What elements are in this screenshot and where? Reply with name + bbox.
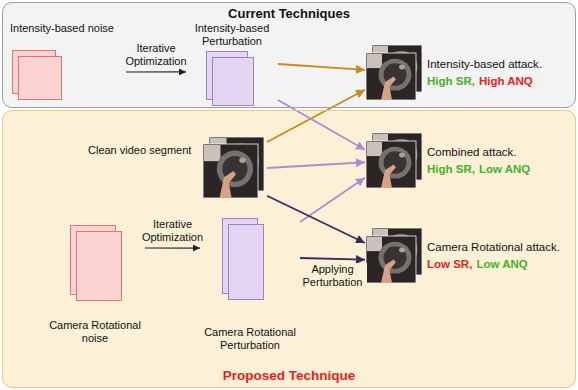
intensity-attack-result: Intensity-based attack. High SR, High ANQ	[365, 42, 574, 104]
connector-arrow	[145, 247, 200, 248]
washer-door	[379, 59, 412, 91]
video-thumbnail	[365, 44, 425, 102]
intensity-perturbation: Intensity-based Perturbation	[186, 20, 278, 108]
stacked-tensor	[206, 51, 255, 107]
metric-label: Low ANQ	[476, 258, 527, 270]
panel-title-holder: Current Techniques	[3, 6, 575, 22]
metric-label: Low SR,	[427, 258, 472, 270]
washer-door	[217, 150, 253, 187]
tensor-front	[229, 225, 264, 300]
node-label-holder: Camera Rotational Perturbation	[202, 326, 298, 352]
front-frame	[366, 141, 416, 188]
stacked-tensor	[222, 218, 265, 301]
node-label-holder: Clean video segment	[88, 144, 200, 157]
metric-label: Low ANQ	[479, 163, 530, 175]
node-label: Camera Rotational noise	[47, 319, 143, 345]
proposed-technique-panel: Clean video segmentCombined attack.High …	[2, 110, 576, 388]
stacked-tensor	[70, 225, 123, 302]
node-label: Intensity-based Perturbation	[188, 22, 276, 48]
front-frame	[366, 53, 416, 100]
door-glint	[399, 153, 405, 158]
tensor-front	[19, 57, 62, 100]
door-glint	[399, 65, 405, 70]
frame-highlight	[367, 54, 382, 68]
connector-arrow	[267, 90, 365, 142]
edge-label: Applying Perturbation	[299, 263, 367, 289]
video-frame	[366, 141, 416, 188]
node-label-holder: Camera Rotational noise	[47, 319, 143, 345]
connector-arrow	[267, 162, 365, 168]
result-text-holder: Camera Rotational attack. Low SR, Low ANQ	[427, 225, 572, 287]
door-glint	[399, 248, 405, 253]
node-label-holder: Intensity-based Perturbation	[188, 22, 276, 48]
camera-rotational-attack-result: Camera Rotational attack. Low SR, Low ANQ	[365, 225, 574, 287]
combined-attack-result: Combined attack. High SR, Low ANQ	[365, 130, 574, 192]
video-frame	[203, 144, 258, 198]
door-glint	[239, 158, 246, 163]
connector-arrow	[278, 64, 365, 70]
panel-fill	[2, 110, 576, 388]
edge-label: Iterative Optimization	[139, 218, 207, 244]
video-thumbnail	[365, 227, 425, 285]
camera-rotational-noise: Camera Rotational noise	[45, 222, 145, 347]
video-thumbnail	[202, 136, 266, 200]
result-label: Intensity-based attack.	[427, 57, 572, 72]
panel-title: Proposed Technique	[3, 368, 575, 385]
node-label: Intensity-based noise	[10, 22, 124, 35]
metric-label: High SR,	[427, 75, 475, 87]
clean-video-segment: Clean video segment	[88, 135, 267, 201]
frame-highlight	[367, 237, 382, 251]
connector-arrow	[300, 258, 365, 260]
panel-title-holder: Proposed Technique	[3, 368, 575, 385]
hand	[381, 165, 396, 189]
video-frame	[366, 236, 416, 283]
frame-highlight	[204, 145, 221, 161]
node-label: Camera Rotational Perturbation	[202, 326, 298, 352]
result-label: Combined attack.	[427, 145, 572, 160]
front-frame	[366, 236, 416, 283]
node-label-holder: Intensity-based noise	[10, 22, 124, 35]
video-thumbnail	[365, 132, 425, 190]
washer-door	[379, 147, 412, 179]
metric-line: Low SR, Low ANQ	[427, 255, 572, 272]
intensity-noise: Intensity-based noise	[8, 20, 126, 102]
tensor-front	[77, 232, 122, 301]
tensor-front	[213, 58, 254, 106]
connector-arrow	[300, 178, 365, 222]
panel-fill	[2, 2, 576, 108]
hand	[381, 77, 396, 101]
metric-label: High ANQ	[479, 75, 533, 87]
washer-door	[379, 242, 412, 274]
metric-line: High SR, High ANQ	[427, 72, 572, 89]
video-frame	[366, 53, 416, 100]
front-frame	[203, 144, 258, 198]
connector-arrow	[267, 196, 365, 243]
frame-highlight	[367, 142, 382, 156]
hand	[220, 171, 237, 198]
result-text-holder: Combined attack. High SR, Low ANQ	[427, 130, 572, 192]
metric-label: High SR,	[427, 163, 475, 175]
hand	[381, 260, 396, 284]
connector-arrow	[126, 71, 186, 72]
camera-rotational-perturbation: Camera Rotational Perturbation	[200, 212, 300, 354]
node-label: Clean video segment	[88, 144, 200, 157]
panel-title: Current Techniques	[3, 6, 575, 22]
result-text-holder: Intensity-based attack. High SR, High ANQ	[427, 42, 572, 104]
result-label: Camera Rotational attack.	[427, 240, 572, 255]
current-techniques-panel: Intensity-based noise Intensity-based Per…	[2, 2, 576, 108]
edge-label: Iterative Optimization	[122, 42, 190, 68]
stacked-tensor	[12, 50, 63, 101]
metric-line: High SR, Low ANQ	[427, 160, 572, 177]
